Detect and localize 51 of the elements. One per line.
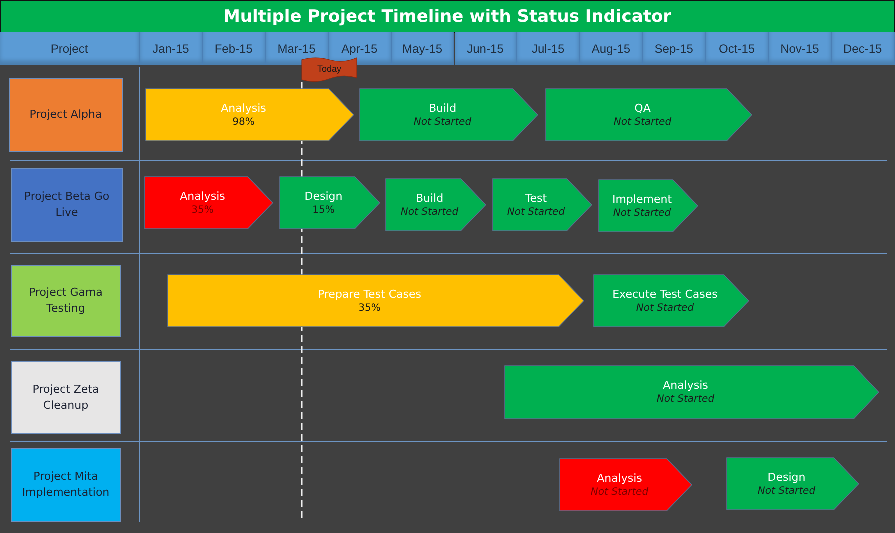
task-status: Not Started — [400, 206, 459, 220]
month-label: Apr-15 — [342, 42, 378, 56]
project-box — [11, 265, 121, 337]
project-name: Project Alpha — [30, 107, 102, 123]
task-status: 98% — [232, 116, 255, 130]
project-box — [11, 168, 123, 242]
column-heading: Project — [50, 42, 88, 56]
month-label: Sep-15 — [654, 42, 694, 56]
task-status: 15% — [312, 204, 335, 218]
task-name: Prepare Test Cases — [318, 286, 422, 302]
project-name: Project Zeta Cleanup — [32, 382, 100, 414]
task-status: Not Started — [614, 116, 672, 130]
task-name: Analysis — [663, 378, 708, 393]
task-name: Build — [428, 100, 457, 116]
task-name: Implement — [612, 192, 672, 206]
task-name: Design — [304, 188, 343, 204]
project-box — [11, 361, 121, 434]
task-status: Not Started — [636, 302, 694, 316]
task-name: Design — [768, 470, 806, 484]
month-label: Oct-15 — [719, 42, 756, 56]
task-name: Execute Test Cases — [612, 286, 718, 302]
month-label: Mar-15 — [278, 42, 316, 56]
task-status: Not Started — [590, 486, 649, 500]
task-name: Analysis — [597, 470, 642, 486]
month-label: Feb-15 — [214, 42, 253, 56]
task-status: Not Started — [656, 393, 715, 407]
task-status: 35% — [358, 302, 381, 316]
task-status: Not Started — [507, 206, 566, 220]
month-label: Aug-15 — [592, 42, 631, 56]
task-name: Test — [525, 190, 548, 206]
month-label: Jul-15 — [532, 42, 565, 56]
task-status: 35% — [192, 204, 214, 218]
project-name: Project Mita Implementation — [21, 469, 111, 501]
today-label: Today — [317, 64, 342, 74]
task-status: Not Started — [414, 116, 472, 130]
task-name: Build — [416, 190, 444, 206]
month-label: Jan-15 — [152, 42, 190, 56]
project-name: Project Beta Go Live — [23, 189, 111, 221]
month-label: Nov-15 — [780, 42, 820, 56]
month-label: May-15 — [402, 42, 443, 56]
month-label: Jun-15 — [467, 42, 504, 56]
month-label: Dec-15 — [843, 42, 882, 56]
task-status: Not Started — [758, 484, 816, 498]
task-status: Not Started — [613, 206, 672, 220]
project-box — [9, 78, 123, 152]
project-box — [11, 448, 121, 522]
project-name: Project Gama Testing — [28, 285, 104, 317]
task-name: Analysis — [221, 100, 266, 116]
task-name: QA — [634, 100, 651, 116]
title: Multiple Project Timeline with Status Indicator — [223, 6, 672, 26]
task-name: Analysis — [180, 188, 226, 204]
